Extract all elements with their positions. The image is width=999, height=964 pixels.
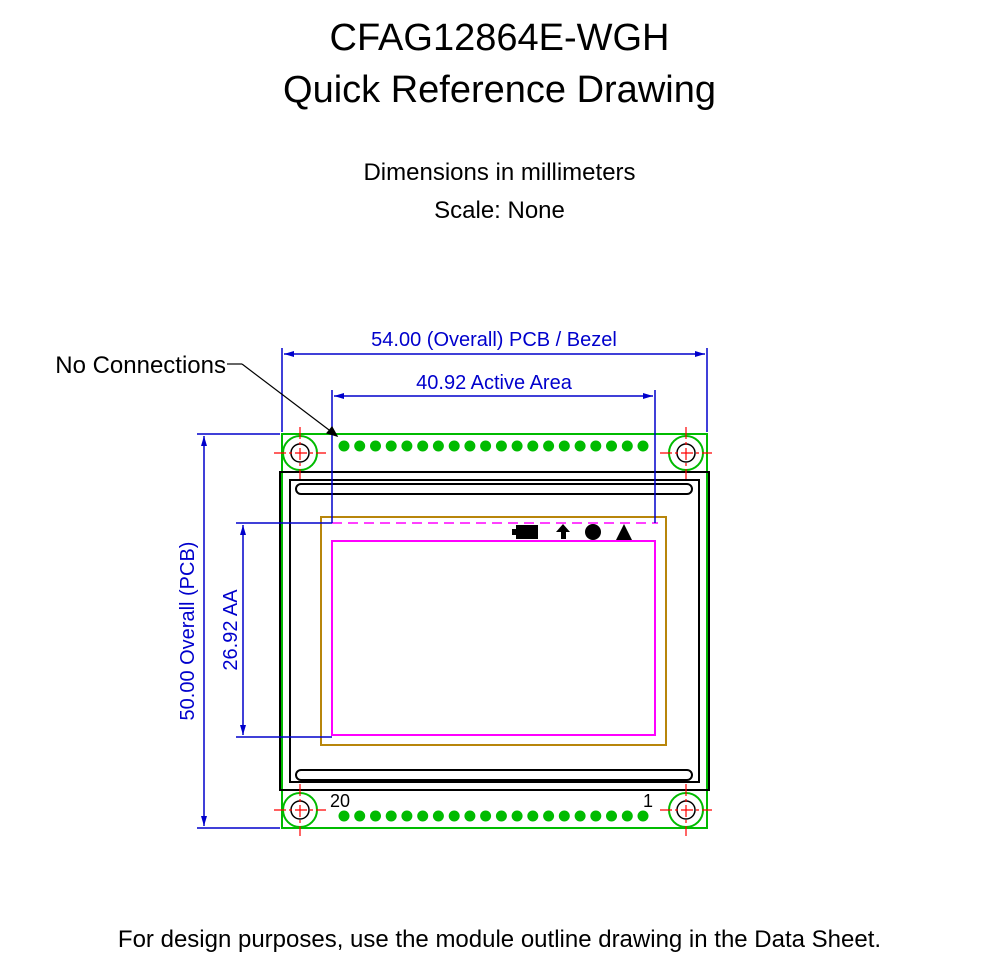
pin-pad: [606, 810, 617, 822]
pin-pad: [495, 440, 507, 452]
pin-pad: [417, 440, 429, 452]
pin-pad: [370, 440, 381, 452]
mounting-hole: [660, 784, 712, 836]
pin-pad: [558, 440, 570, 452]
pin-pad: [527, 440, 539, 452]
pin-pad: [637, 440, 649, 452]
pin-pad: [432, 440, 444, 452]
scale-note: Scale: None: [434, 197, 565, 224]
pin-pad: [448, 810, 460, 822]
pin-pad: [543, 810, 555, 822]
pin-pad: [354, 810, 366, 822]
pin-pad: [637, 810, 649, 822]
pin-pad: [354, 440, 366, 452]
mounting-hole: [274, 427, 326, 479]
pin-pad: [338, 440, 350, 452]
pin-pad: [480, 810, 492, 822]
pin-pad: [480, 440, 492, 452]
pin-pad: [606, 440, 617, 452]
pin-pad: [464, 440, 476, 452]
pin-row-bottom: [338, 810, 649, 822]
page-title: CFAG12864E-WGH: [329, 17, 670, 59]
pin-pad: [558, 810, 570, 822]
mounting-hole: [274, 784, 326, 836]
pin-pad: [417, 810, 429, 822]
pin-pad: [401, 810, 413, 822]
pin-pad: [621, 810, 633, 822]
pin-pad: [574, 440, 586, 452]
pin-pad: [370, 810, 381, 822]
overall-height-label: 50.00 Overall (PCB): [177, 542, 199, 721]
mounting-hole: [660, 427, 712, 479]
pin-pad: [432, 810, 444, 822]
no-connections-label: No Connections: [55, 352, 226, 379]
pin-pad: [385, 810, 397, 822]
design-note: For design purposes, use the module outl…: [117, 926, 882, 953]
pin-pad: [574, 810, 586, 822]
pin-pad: [448, 440, 460, 452]
pin-pad: [621, 440, 633, 452]
overall-width-label: 54.00 (Overall) PCB / Bezel: [371, 329, 617, 351]
units-note: Dimensions in millimeters: [363, 159, 636, 186]
pin-pad: [511, 810, 523, 822]
icon-segments: [512, 524, 632, 540]
pin-pad: [385, 440, 397, 452]
module-frame: [279, 471, 710, 791]
pin-pad: [511, 440, 523, 452]
mounting-holes: [274, 427, 712, 836]
active-height-label: 26.92 AA: [220, 589, 242, 671]
bezel-outline: [320, 516, 667, 746]
active-width-label: 40.92 Active Area: [416, 372, 573, 394]
pin-row-top: [338, 440, 649, 452]
pin-1-label: 1: [643, 791, 653, 811]
pin-pad: [590, 810, 602, 822]
active-area-outline: [331, 540, 656, 736]
battery-icon: [512, 525, 538, 539]
pin-pad: [495, 810, 507, 822]
page-subtitle: Quick Reference Drawing: [283, 69, 716, 111]
pin-20-label: 20: [330, 791, 350, 811]
pin-pad: [464, 810, 476, 822]
pin-pad: [543, 440, 555, 452]
pin-pad: [338, 810, 350, 822]
house-icon: [556, 524, 570, 539]
triangle-icon: [616, 524, 632, 540]
pin-pad: [590, 440, 602, 452]
active-width-dimension: [331, 390, 656, 523]
circle-icon: [585, 524, 601, 540]
active-height-dimension: [236, 522, 332, 738]
no-connections-callout-leader: [227, 363, 339, 437]
overall-height-dimension: [197, 433, 280, 829]
pin-pad: [401, 440, 413, 452]
pin-pad: [527, 810, 539, 822]
overall-width-dimension: [281, 348, 708, 432]
